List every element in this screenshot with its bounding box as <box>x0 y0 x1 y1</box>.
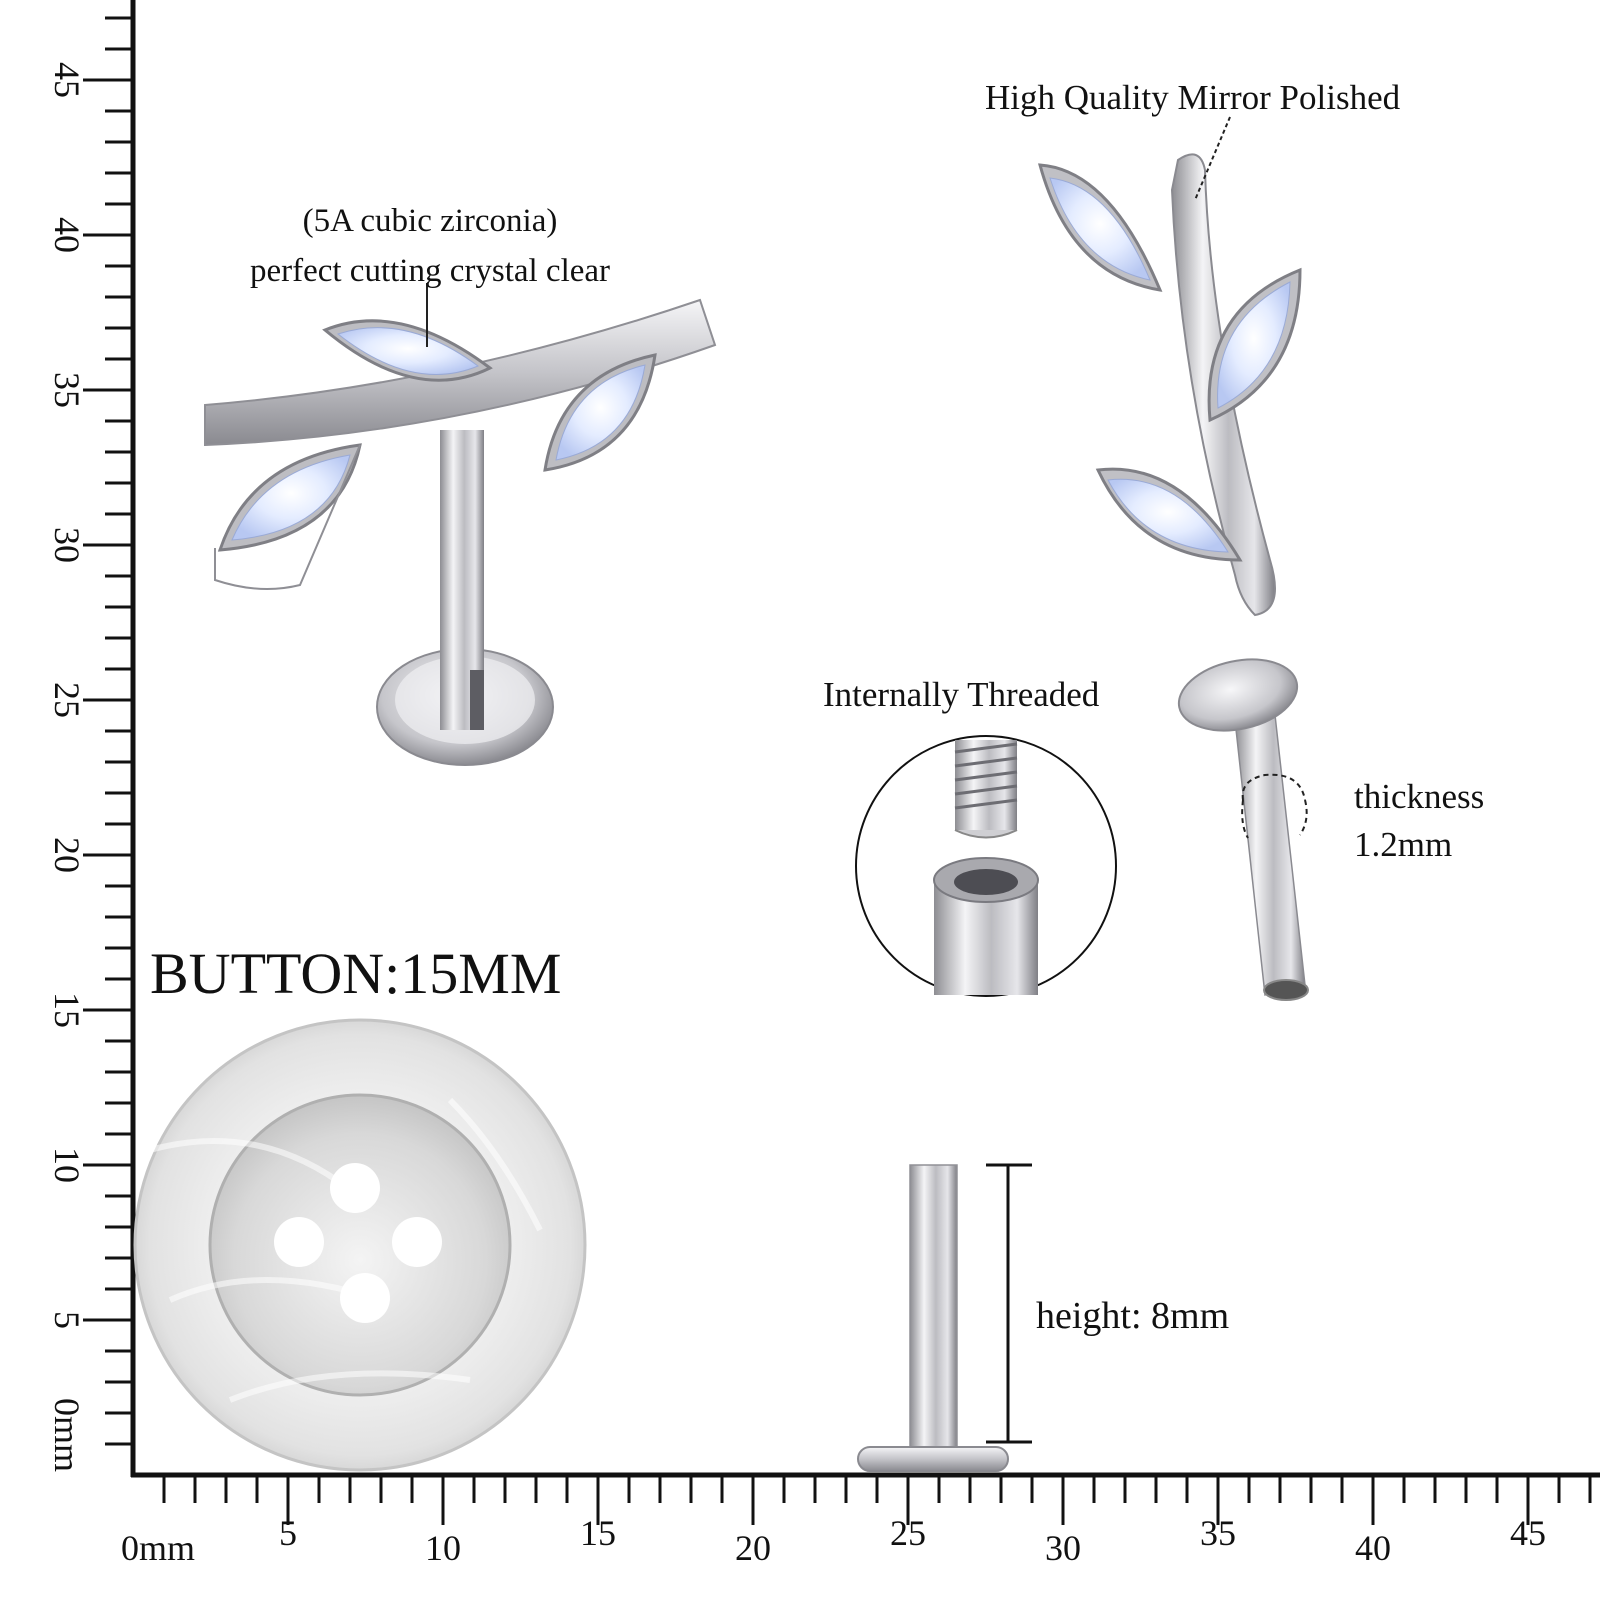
leaf-gem-bottom <box>1095 467 1243 562</box>
gem-right <box>543 353 657 472</box>
ruler-x-tick-label: 5 <box>279 1513 297 1553</box>
gem-left <box>217 443 362 552</box>
ruler-y-tick-label: 0mm <box>47 1398 87 1472</box>
zirconia-callout: (5A cubic zirconia) perfect cutting crys… <box>130 196 730 296</box>
ruler-y-tick-label: 20 <box>47 837 87 873</box>
zirconia-callout-line1: (5A cubic zirconia) <box>302 203 558 239</box>
thickness-marker <box>1241 773 1306 801</box>
thickness-callout: thickness 1.2mm <box>1354 773 1484 869</box>
leaf-gem-middle <box>1207 267 1302 423</box>
ruler-x-tick-label: 10 <box>425 1528 461 1568</box>
labret-side-view <box>1037 116 1302 617</box>
ruler-x-tick-label: 30 <box>1045 1528 1081 1568</box>
button-size-label: BUTTON:15MM <box>150 941 562 1006</box>
labret-back-angled <box>1177 658 1309 1001</box>
ruler-y-tick-label: 45 <box>47 62 87 98</box>
ruler-x-tick-label: 40 <box>1355 1528 1391 1568</box>
ruler-y-tick-label: 10 <box>47 1147 87 1183</box>
labret-front-view <box>204 283 717 766</box>
ruler-y-tick-label: 5 <box>47 1311 87 1329</box>
height-post <box>909 1164 958 1451</box>
height-dimension <box>986 1163 1032 1444</box>
button-hole <box>392 1217 442 1267</box>
thickness-callout-line1: thickness <box>1354 777 1485 816</box>
threaded-screw <box>954 740 1018 839</box>
ruler: 0mm 5 10 15 20 25 30 35 40 45 0mm 5 10 15 20 25 30 35 40 45 <box>47 0 1600 1568</box>
ruler-y-tick-label: 30 <box>47 527 87 563</box>
threaded-post <box>933 857 1039 995</box>
ruler-x-tick-label: 35 <box>1200 1513 1236 1553</box>
zirconia-callout-line2: perfect cutting crystal clear <box>249 253 611 289</box>
button-hole <box>340 1273 390 1323</box>
ruler-x-tick-label: 25 <box>890 1513 926 1553</box>
height-disc <box>857 1446 1009 1472</box>
ruler-y-tick-label: 15 <box>47 992 87 1028</box>
mirror-pointer <box>1194 116 1231 201</box>
thread-detail <box>855 735 1117 997</box>
button-hole <box>274 1217 324 1267</box>
labret-height-view <box>857 1163 1032 1472</box>
ruler-y-tick-label: 25 <box>47 682 87 718</box>
ruler-x-tick-label: 20 <box>735 1528 771 1568</box>
button-inner <box>208 1093 512 1397</box>
gem-top <box>322 319 493 382</box>
mirror-polished-callout: High Quality Mirror Polished <box>985 78 1401 117</box>
button-hole <box>330 1163 380 1213</box>
height-callout: height: 8mm <box>1036 1295 1230 1337</box>
thickness-callout-line2: 1.2mm <box>1354 825 1453 864</box>
ruler-y-tick-label: 35 <box>47 372 87 408</box>
ruler-y-tick-label: 40 <box>47 217 87 253</box>
ruler-x-tick-label: 0mm <box>121 1528 195 1568</box>
ruler-x-tick-label: 15 <box>580 1513 616 1553</box>
angled-post <box>1234 714 1306 996</box>
angled-disc <box>1177 658 1299 732</box>
button-scale-reference <box>133 1018 587 1472</box>
internally-threaded-callout: Internally Threaded <box>823 675 1100 714</box>
ruler-x-tick-label: 45 <box>1510 1513 1546 1553</box>
leaf-gem-top <box>1037 163 1163 292</box>
